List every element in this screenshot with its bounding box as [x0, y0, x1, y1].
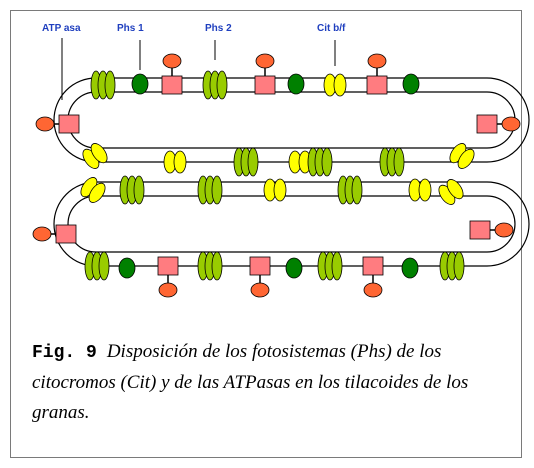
phs2-complex	[90, 70, 116, 100]
figure-number: Fig. 9	[32, 343, 97, 363]
atp-synthase	[366, 53, 388, 95]
phs1-complex	[131, 73, 149, 95]
phs2-complex	[233, 147, 259, 177]
cit-bf-complex	[80, 177, 106, 203]
phs2-complex	[337, 175, 363, 205]
phs2-complex	[307, 147, 333, 177]
caption-text: Disposición de los fotosistemas (Phs) de…	[32, 341, 469, 423]
phs1-complex	[285, 257, 303, 279]
phs1-label: Phs 1	[117, 23, 144, 34]
cit-bf-complex	[82, 143, 108, 169]
lower-thylakoid-outer-membrane	[53, 181, 530, 267]
upper-thylakoid-inner-membrane	[67, 91, 516, 149]
atp-synthase	[249, 256, 271, 298]
phs1-complex	[402, 73, 420, 95]
cit-bf-complex	[323, 73, 347, 97]
cit-bf-complex	[163, 150, 187, 174]
atp-synthase	[476, 114, 521, 134]
phs2-complex	[197, 251, 223, 281]
atp-synthase	[157, 256, 179, 298]
atp-synthase	[254, 53, 276, 95]
atp-synthase	[35, 114, 80, 134]
cit-bf-complex	[449, 143, 475, 169]
phs1-complex	[401, 257, 419, 279]
phs2-complex	[119, 175, 145, 205]
phs2-complex	[439, 251, 465, 281]
phs1-complex	[118, 257, 136, 279]
atp-synthase	[32, 224, 77, 244]
lower-thylakoid-inner-membrane	[67, 195, 516, 253]
phs2-complex	[197, 175, 223, 205]
phs2-complex	[379, 147, 405, 177]
cit-bf-complex	[438, 179, 464, 205]
upper-thylakoid-outer-membrane	[53, 77, 530, 163]
atp-synthase	[161, 53, 183, 95]
phs2-complex	[202, 70, 228, 100]
phs2-complex	[84, 251, 110, 281]
cit-label: Cit b/f	[317, 23, 346, 34]
cit-bf-complex	[408, 178, 432, 202]
cit-bf-complex	[263, 178, 287, 202]
phs1-complex	[287, 73, 305, 95]
atp-asa-label: ATP asa	[42, 23, 81, 34]
atp-synthase	[469, 220, 514, 240]
thylakoid-diagram	[32, 38, 530, 298]
phs2-label: Phs 2	[205, 23, 232, 34]
atp-synthase	[362, 256, 384, 298]
phs2-complex	[317, 251, 343, 281]
